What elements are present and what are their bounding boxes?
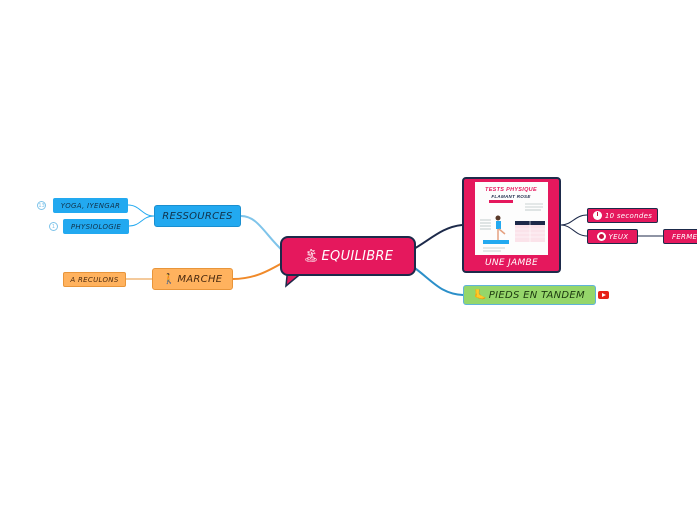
subtopic-physiologie[interactable]: PHYSIOLOGIE: [63, 219, 129, 234]
subtopic-physiologie-label: PHYSIOLOGIE: [70, 222, 122, 231]
subtopic-yoga-label: YOGA, IYENGAR: [60, 201, 121, 210]
infographic-subtitle: FLAMANT ROSE: [491, 194, 531, 199]
infographic-drawing: TESTS PHYSIQUE FLAMANT ROSE: [480, 187, 545, 252]
topic-tandem-label: PIEDS EN TANDEM: [488, 289, 585, 301]
connector-jambe-yeux: [560, 224, 588, 237]
connector-central-marche: [232, 261, 285, 280]
connector-jambe-secondes: [560, 214, 588, 226]
topic-une-jambe-label: UNE JAMBE: [484, 258, 538, 268]
topic-pieds-en-tandem[interactable]: 🦶 PIEDS EN TANDEM: [463, 285, 596, 305]
subtopic-fermes[interactable]: FERMES: [663, 229, 697, 244]
connector-central-tandem: [411, 265, 464, 296]
topic-ressources-label: RESSOURCES: [162, 210, 233, 222]
infographic-title: TESTS PHYSIQUE: [485, 187, 537, 193]
eye-icon: [596, 232, 606, 241]
connector-ressources-yoga: [127, 204, 155, 217]
topic-une-jambe[interactable]: TESTS PHYSIQUE FLAMANT ROSE: [462, 177, 561, 273]
topic-ressources[interactable]: RESSOURCES: [154, 205, 241, 227]
subtopic-reculons-label: A RECULONS: [70, 275, 119, 284]
subtopic-10-secondes[interactable]: 10 secondes: [587, 208, 658, 223]
youtube-icon[interactable]: [598, 291, 609, 299]
topic-marche[interactable]: 🚶 MARCHE: [152, 268, 233, 290]
foot-icon: 🦶: [474, 289, 487, 301]
central-topic-equilibre[interactable]: 🏝 EQUILIBRE: [280, 236, 416, 276]
subtopic-secondes-label: 10 secondes: [604, 211, 653, 220]
subtopic-a-reculons[interactable]: A RECULONS: [63, 272, 126, 287]
subtopic-fermes-label: FERMES: [672, 232, 697, 241]
topic-marche-label: MARCHE: [177, 273, 223, 285]
central-topic-label: EQUILIBRE: [321, 248, 394, 264]
subtopic-yeux-label: YEUX: [608, 232, 629, 241]
connector-ressources-physio: [128, 215, 155, 227]
connector-central-ressources: [240, 215, 285, 253]
clock-icon: [592, 211, 602, 220]
subtopic-yeux[interactable]: YEUX: [587, 229, 638, 244]
connector-central-jambe: [411, 224, 463, 251]
subtopic-yoga-iyengar[interactable]: YOGA, IYENGAR: [53, 198, 128, 213]
island-icon: 🏝: [302, 248, 320, 264]
link-count-badge[interactable]: 13: [37, 201, 46, 210]
infographic-image[interactable]: TESTS PHYSIQUE FLAMANT ROSE: [475, 182, 548, 255]
link-count-badge[interactable]: 1: [49, 222, 58, 231]
walking-person-icon: 🚶: [162, 273, 176, 285]
